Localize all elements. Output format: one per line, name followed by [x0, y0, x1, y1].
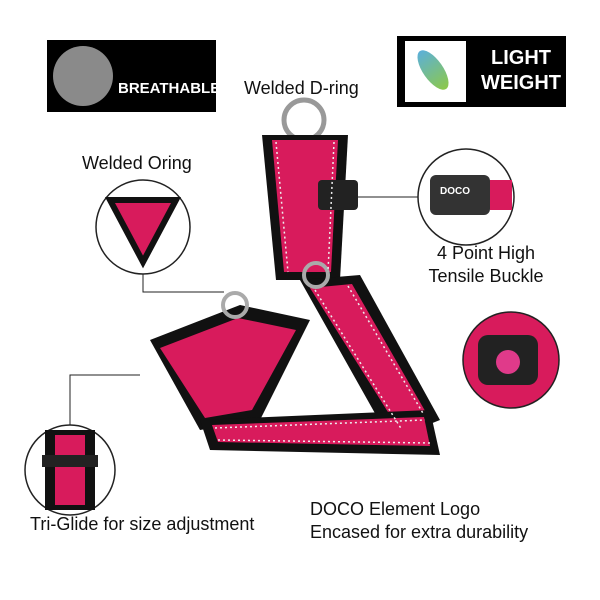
- d-ring-label: Welded D-ring: [244, 78, 359, 98]
- harness-image: [150, 97, 440, 455]
- breathable-badge: BREATHABLE: [47, 40, 220, 112]
- logo-label-line1: DOCO Element Logo: [310, 499, 481, 519]
- buckle-label-line2: Tensile Buckle: [428, 266, 544, 286]
- light-weight-badge: LIGHT WEIGHT: [397, 36, 566, 107]
- paw-logo-icon: [496, 350, 520, 374]
- buckle-label: 4 Point High Tensile Buckle: [410, 242, 562, 288]
- breathable-mesh-icon: [53, 46, 113, 106]
- light-text: LIGHT: [491, 47, 551, 69]
- buckle-brand-text: DOCO: [440, 186, 470, 197]
- buckle-label-line1: 4 Point High: [436, 243, 536, 263]
- detail-buckle: [417, 148, 515, 246]
- feather-icon: [405, 41, 466, 102]
- logo-label-line2: Encased for extra durability: [310, 522, 529, 542]
- d-ring: [281, 97, 327, 143]
- detail-tri-glide: [24, 424, 116, 516]
- logo-label: DOCO Element Logo Encased for extra dura…: [310, 498, 528, 544]
- breathable-text: BREATHABLE: [118, 80, 221, 97]
- detail-o-ring: [95, 179, 191, 275]
- detail-logo: [462, 311, 560, 409]
- tri-glide-label: Tri-Glide for size adjustment: [30, 514, 255, 534]
- o-ring-label: Welded Oring: [82, 153, 192, 173]
- weight-text: WEIGHT: [481, 72, 561, 94]
